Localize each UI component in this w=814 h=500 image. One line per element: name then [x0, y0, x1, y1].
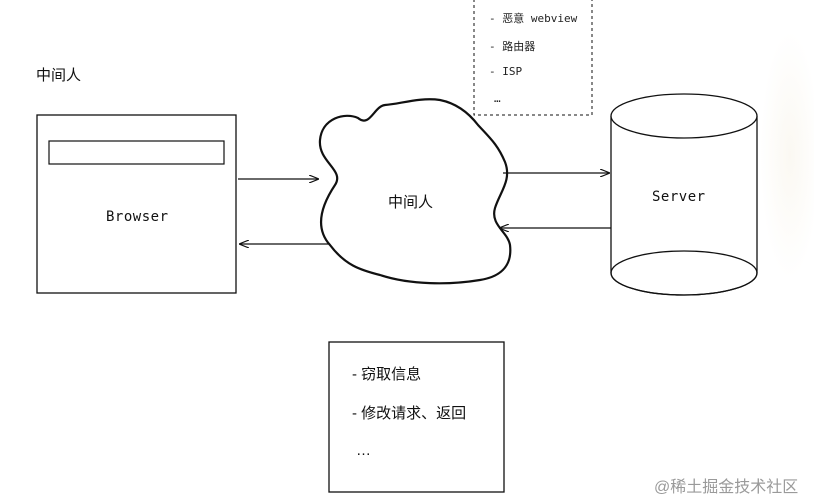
mitm-cloud — [318, 98, 512, 285]
attacker-item-router: - 路由器 — [489, 40, 536, 53]
diagram-title: 中间人 — [36, 67, 82, 84]
background-accent-blob — [760, 30, 814, 280]
attacker-item-webview: - 恶意 webview — [489, 12, 578, 25]
attacker-item-more: … — [494, 92, 501, 105]
action-item-steal-info: - 窃取信息 — [352, 366, 422, 383]
attacker-item-isp: - ISP — [489, 65, 523, 78]
action-item-more: … — [356, 442, 371, 459]
attackers-box — [473, 0, 593, 116]
action-item-modify-request: - 修改请求、返回 — [352, 405, 467, 422]
watermark-text: @稀土掘金技术社区 — [654, 479, 799, 496]
server-cylinder — [610, 93, 758, 296]
actions-box — [328, 341, 505, 493]
server-label: Server — [652, 189, 706, 205]
browser-address-bar — [48, 140, 225, 165]
mitm-cloud-label: 中间人 — [388, 194, 434, 211]
browser-label: Browser — [106, 209, 169, 225]
